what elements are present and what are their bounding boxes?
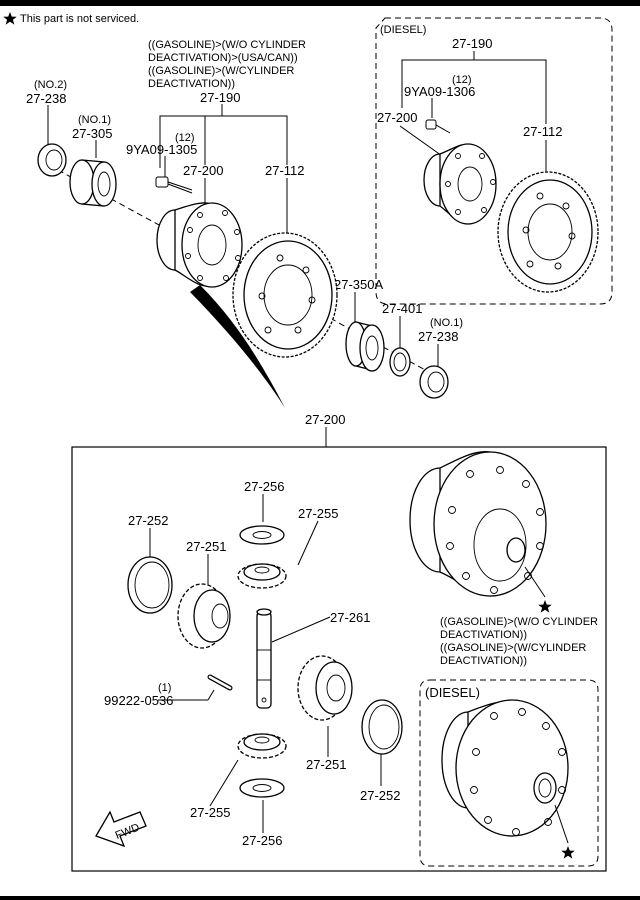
diesel-top-title: (DIESEL) (380, 24, 426, 36)
star-icon-diesel (561, 846, 575, 859)
diesel-bottom-title: (DIESEL) (425, 685, 480, 700)
label-27-251-left: 27-251 (186, 539, 226, 554)
bearing-27-350a (345, 321, 385, 372)
label-27-255-top: 27-255 (298, 506, 338, 521)
label-27-112-diesel: 27-112 (523, 124, 563, 139)
seal-27-238-no2 (37, 143, 67, 177)
top-note-line-2: DEACTIVATION)>(USA/CAN)) (148, 52, 298, 64)
shim-27-401 (389, 347, 411, 377)
label-qty-1: (1) (158, 682, 171, 694)
label-no2: (NO.2) (34, 79, 67, 91)
label-27-401: 27-401 (382, 301, 422, 316)
star-icon (3, 12, 17, 25)
case-gasoline-bottom (409, 451, 547, 597)
label-27-261: 27-261 (330, 610, 370, 625)
pinion-27-255-bottom (237, 733, 287, 759)
top-gasoline-note: ((GASOLINE)>(W/O CYLINDER DEACTIVATION)>… (148, 39, 306, 90)
diesel-top-box (375, 17, 613, 305)
ring-gear-27-112-top (232, 232, 338, 358)
label-27-252-right: 27-252 (360, 788, 400, 803)
label-27-238-no2: 27-238 (26, 91, 66, 106)
shaft-27-261 (256, 608, 272, 709)
label-27-256-top: 27-256 (244, 479, 284, 494)
label-27-251-right: 27-251 (306, 757, 346, 772)
label-no1-b: (NO.1) (430, 317, 463, 329)
diesel-star-leader (554, 804, 569, 844)
pinion-27-255-top (237, 563, 287, 589)
top-note-line-4: DEACTIVATION)) (148, 78, 235, 90)
label-27-305: 27-305 (72, 126, 112, 141)
washer-27-256-top (239, 525, 285, 545)
seal-27-238-no1 (419, 365, 449, 399)
diesel-bottom-box (419, 679, 599, 867)
thrust-washer-27-252-right (361, 699, 403, 755)
bearing-27-305 (69, 159, 117, 207)
label-9ya09-1306: 9YA09-1306 (404, 84, 475, 99)
side-gear-27-251-left (177, 583, 231, 649)
bottom-note-line-3: ((GASOLINE)>(W/CYLINDER (440, 642, 586, 654)
label-27-200-callout: 27-200 (305, 412, 345, 427)
label-27-255-bottom: 27-255 (190, 805, 230, 820)
case-diesel-bottom (441, 699, 569, 837)
pin-99222-0536 (207, 674, 233, 691)
callout-swoosh (190, 285, 285, 408)
label-no1-a: (NO.1) (78, 114, 111, 126)
top-note-line-1: ((GASOLINE)>(W/O CYLINDER (148, 39, 306, 51)
diesel-top-case (423, 119, 497, 225)
fwd-arrow: FWD (95, 810, 147, 848)
star-icon-gasoline (538, 600, 552, 613)
label-27-190: 27-190 (200, 90, 240, 105)
label-99222-0536: 99222-0536 (104, 693, 173, 708)
thrust-washer-27-252-left (127, 556, 173, 614)
case-27-200-top (156, 202, 243, 288)
bolt-9ya09-1305 (155, 176, 193, 194)
diesel-top-ring-gear (497, 171, 599, 293)
bottom-note-line-1: ((GASOLINE)>(W/O CYLINDER (440, 616, 598, 628)
label-27-238-no1: 27-238 (418, 329, 458, 344)
label-9ya09-1305: 9YA09-1305 (126, 142, 197, 157)
bottom-leaders (149, 494, 382, 833)
bottom-note-line-4: DEACTIVATION)) (440, 655, 527, 667)
top-rule (0, 0, 640, 6)
gasoline-star-leader (524, 566, 546, 598)
label-27-112-top: 27-112 (265, 163, 305, 178)
label-27-350a: 27-350A (334, 277, 383, 292)
side-gear-27-251-right (297, 655, 353, 721)
bottom-gasoline-note: ((GASOLINE)>(W/O CYLINDER DEACTIVATION))… (440, 616, 598, 667)
bottom-rule (0, 896, 640, 900)
bottom-frame (71, 446, 607, 872)
label-27-256-bottom: 27-256 (242, 833, 282, 848)
legend: This part is not serviced. (3, 12, 139, 25)
top-note-line-3: ((GASOLINE)>(W/CYLINDER (148, 65, 294, 77)
bottom-note-line-2: DEACTIVATION)) (440, 629, 527, 641)
washer-27-256-bottom (239, 778, 285, 798)
label-27-190-diesel: 27-190 (452, 36, 492, 51)
label-qty-12-diesel: (12) (452, 74, 472, 86)
legend-text: This part is not serviced. (20, 13, 139, 25)
top-leaders (47, 104, 439, 367)
label-27-200-top: 27-200 (183, 163, 223, 178)
label-27-200-diesel: 27-200 (377, 110, 417, 125)
label-qty-12-a: (12) (175, 132, 195, 144)
label-27-252-left: 27-252 (128, 513, 168, 528)
